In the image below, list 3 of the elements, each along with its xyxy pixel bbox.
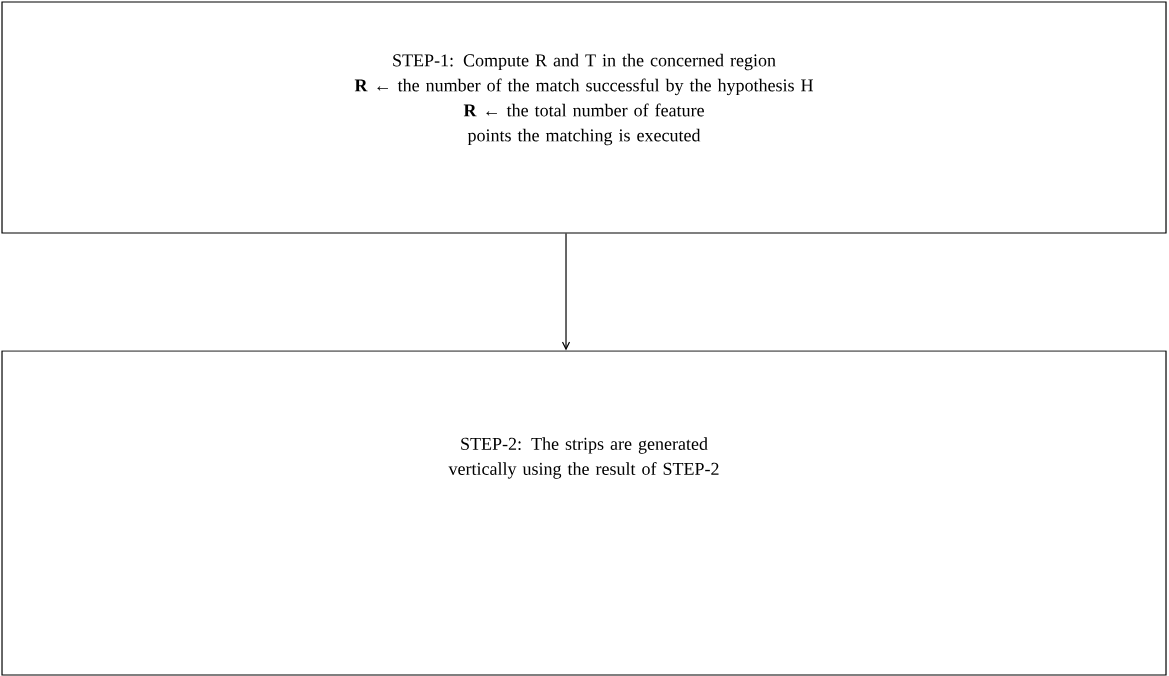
- process-box: STEP-2: The strips are generated vertically using the result of STEP-2: [1, 350, 1167, 676]
- process-box: STEP-1: Compute R and T in the concerned region R ← the number of the match successful by the hypothesis H R ← the total number of feature points the matching is executed: [1, 1, 1167, 234]
- arrow: [561, 233, 571, 351]
